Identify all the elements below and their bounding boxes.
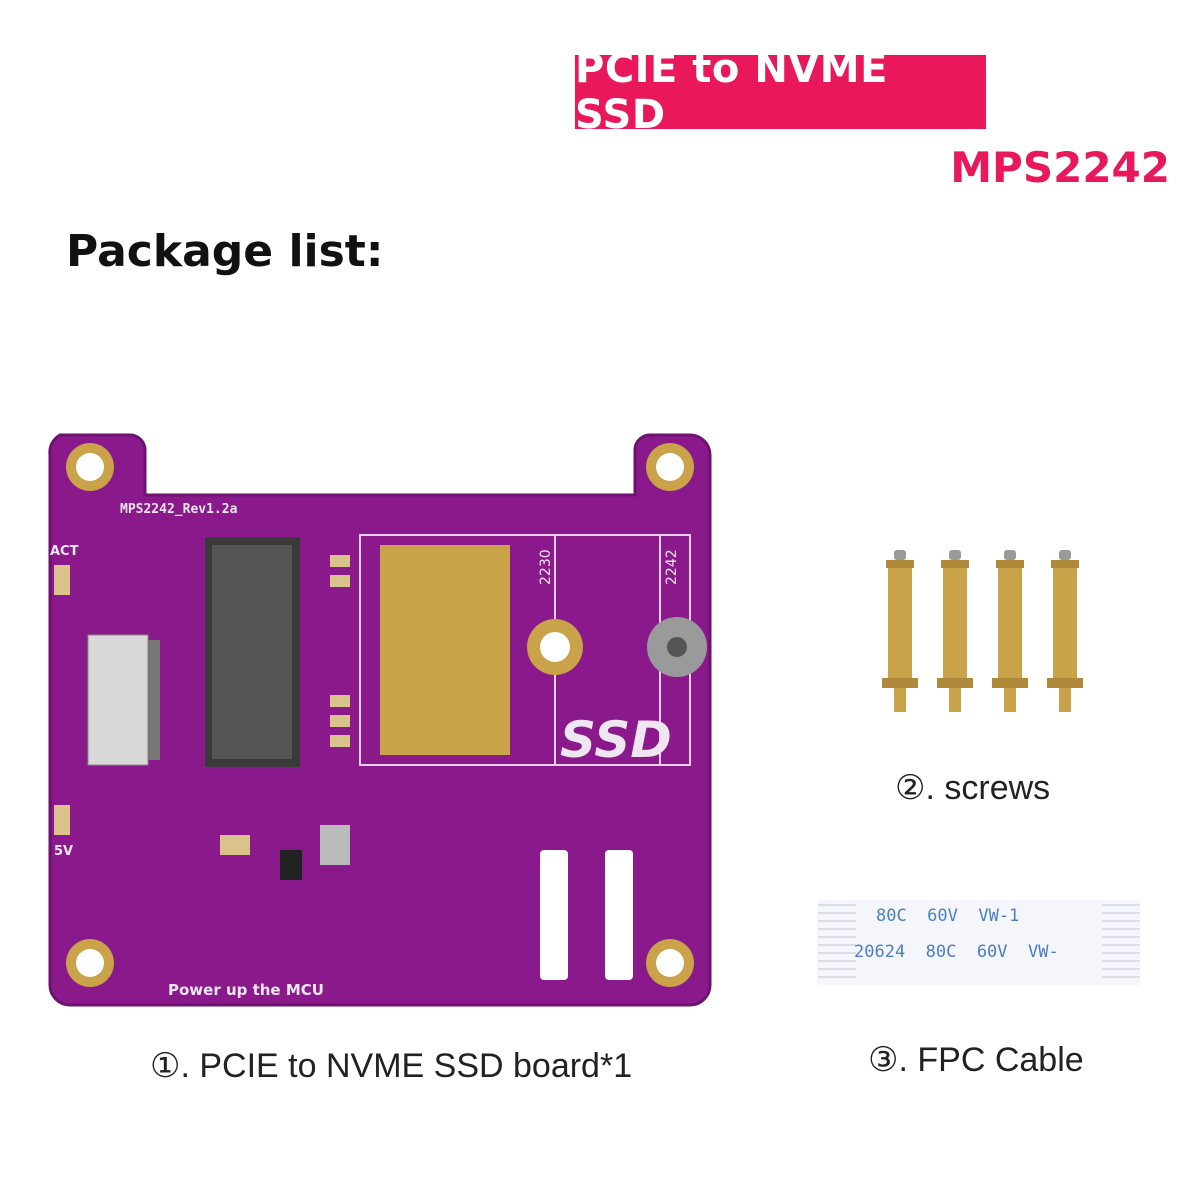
slot-2242-label: 2242: [664, 549, 680, 585]
ssd-board-image: MPS2242_Rev1.2a ACT 5V 2230 2242 SSD Pow…: [48, 433, 712, 1007]
package-list-title: Package list:: [66, 226, 384, 277]
fpc-cable-image: 80C 60V VW-1 20624 80C 60V VW-: [818, 900, 1140, 985]
v5-label: 5V: [54, 844, 73, 859]
mcu-label: Power up the MCU: [168, 981, 324, 999]
product-badge: PCIE to NVME SSD: [575, 46, 986, 138]
cable-print-line2: 20624 80C 60V VW-: [854, 942, 1059, 962]
board-silk-name: MPS2242_Rev1.2a: [120, 502, 238, 517]
screw-icon: [882, 550, 918, 712]
slot-2230-label: 2230: [538, 549, 554, 585]
ssd-silk-label: SSD: [560, 711, 672, 769]
model-number: MPS2242: [950, 143, 1170, 192]
screws-image: [882, 550, 1083, 712]
screw-icon: [937, 550, 973, 712]
board-caption: ①. PCIE to NVME SSD board*1: [150, 1047, 633, 1085]
cable-print-line1: 80C 60V VW-1: [876, 906, 1019, 926]
act-label: ACT: [50, 544, 79, 559]
screw-icon: [1047, 550, 1083, 712]
cable-caption: ③. FPC Cable: [868, 1041, 1084, 1079]
screw-icon: [992, 550, 1028, 712]
screws-caption: ②. screws: [895, 769, 1051, 807]
